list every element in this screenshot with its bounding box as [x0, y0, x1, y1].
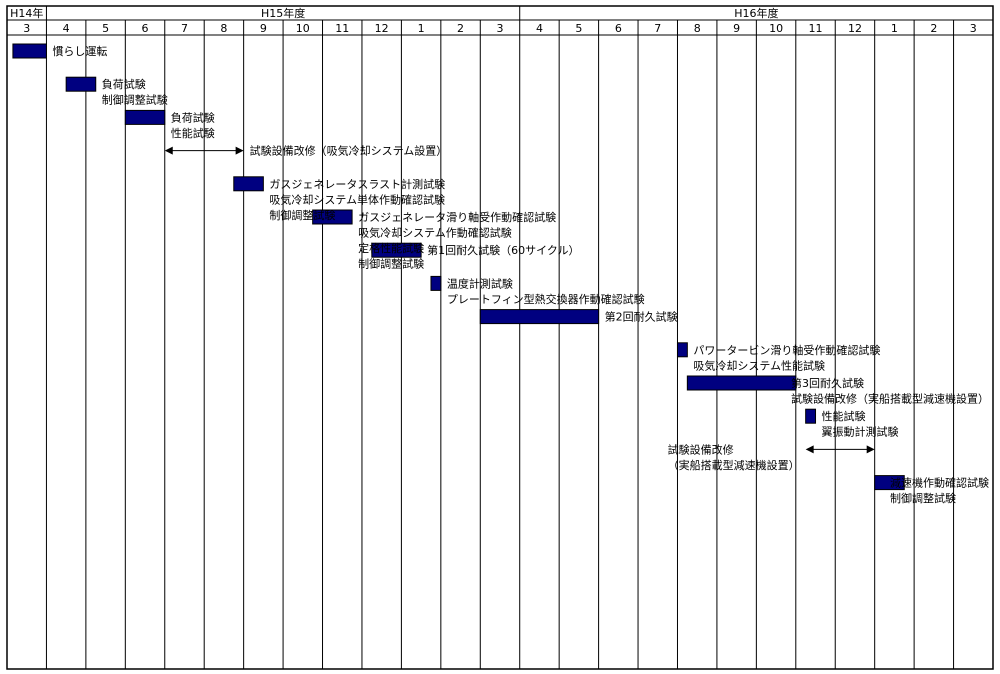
month-tick-label: 3 [970, 22, 977, 35]
task-bar [430, 275, 442, 291]
task-label: （実船搭載型減速機設置） [668, 458, 800, 472]
month-tick-label: 4 [63, 22, 70, 35]
grid-layer [6, 5, 994, 670]
task-bar [312, 209, 353, 225]
month-tick-label: 1 [418, 22, 425, 35]
month-tick-label: 11 [335, 22, 349, 35]
month-tick-label: 12 [375, 22, 389, 35]
task-bar [233, 176, 264, 192]
task-label: 慣らし運転 [52, 44, 107, 58]
task-label: 吸気冷却システム性能試験 [693, 358, 825, 372]
month-tick-label: 3 [23, 22, 30, 35]
month-tick-label: 9 [260, 22, 267, 35]
fiscal-year-label: H14年 [10, 6, 43, 20]
task-bar [124, 109, 166, 125]
task-label: ガスジェネレータ滑り軸受作動確認試験 [358, 210, 556, 224]
month-tick-label: 12 [848, 22, 862, 35]
task-label: 制御調整試験 [890, 491, 956, 505]
task-bar [805, 408, 817, 424]
task-label: 負荷試験 [171, 110, 215, 124]
month-tick-label: 2 [930, 22, 937, 35]
month-tick-label: 5 [575, 22, 582, 35]
month-tick-label: 8 [694, 22, 701, 35]
task-label: 制御調整試験 [102, 93, 168, 107]
arrow-head-right [235, 146, 244, 155]
month-tick-label: 7 [654, 22, 661, 35]
task-label: 第2回耐久試験 [605, 310, 678, 324]
month-tick-label: 10 [769, 22, 783, 35]
task-bar [371, 242, 422, 258]
task-label: ガスジェネレータスラスト計測試験 [269, 177, 445, 191]
month-tick-label: 8 [220, 22, 227, 35]
month-tick-label: 6 [615, 22, 622, 35]
month-tick-label: 7 [181, 22, 188, 35]
task-bar [12, 43, 47, 59]
month-tick-label: 5 [102, 22, 109, 35]
task-label: パワータービン滑り軸受作動確認試験 [693, 343, 880, 357]
fiscal-year-label: H16年度 [734, 6, 778, 20]
task-label: 試験設備改修（吸気冷却システム設置） [250, 144, 448, 158]
task-label: 制御調整試験 [358, 257, 424, 271]
fiscal-year-label: H15年度 [261, 6, 305, 20]
chart-frame [6, 5, 994, 670]
month-tick-label: 4 [536, 22, 543, 35]
task-labels-layer: 慣らし運転負荷試験制御調整試験負荷試験性能試験試験設備改修（吸気冷却システム設置… [52, 44, 989, 505]
arrow-head-right [866, 445, 875, 454]
task-label: 定格性能試験 [358, 241, 424, 255]
month-tick-label: 6 [142, 22, 149, 35]
task-label: プレートフィン型熱交換器作動確認試験 [447, 292, 645, 306]
month-tick-label: 1 [891, 22, 898, 35]
task-label: 温度計測試験 [447, 276, 513, 290]
task-bar [479, 309, 600, 325]
task-label: 制御調整試験 [269, 208, 335, 222]
task-label: 吸気冷却システム作動確認試験 [358, 226, 512, 240]
month-tick-label: 3 [497, 22, 504, 35]
arrow-head-left [164, 146, 173, 155]
task-label: 性能試験 [822, 409, 866, 423]
task-label: 減速機作動確認試験 [890, 476, 989, 490]
task-bar [874, 475, 905, 491]
task-label: 負荷試験 [102, 77, 146, 91]
task-bar [65, 76, 97, 92]
task-label: 第3回耐久試験 [791, 376, 864, 390]
task-bar [686, 375, 797, 391]
task-label: 第1回耐久試験（60サイクル） [427, 243, 579, 257]
task-bars-layer [12, 43, 905, 491]
arrow-head-left [805, 445, 814, 454]
task-label: 性能試験 [171, 126, 215, 140]
month-tick-label: 10 [296, 22, 310, 35]
task-label: 吸気冷却システム単体作動確認試験 [269, 192, 445, 206]
task-label: 翼振動計測試験 [822, 425, 899, 439]
task-label: 試験設備改修（実船搭載型減速機設置） [791, 392, 989, 406]
month-tick-label: 11 [809, 22, 823, 35]
task-label: 試験設備改修 [668, 442, 734, 456]
month-tick-label: 2 [457, 22, 464, 35]
month-tick-label: 9 [733, 22, 740, 35]
task-bar [676, 342, 688, 358]
